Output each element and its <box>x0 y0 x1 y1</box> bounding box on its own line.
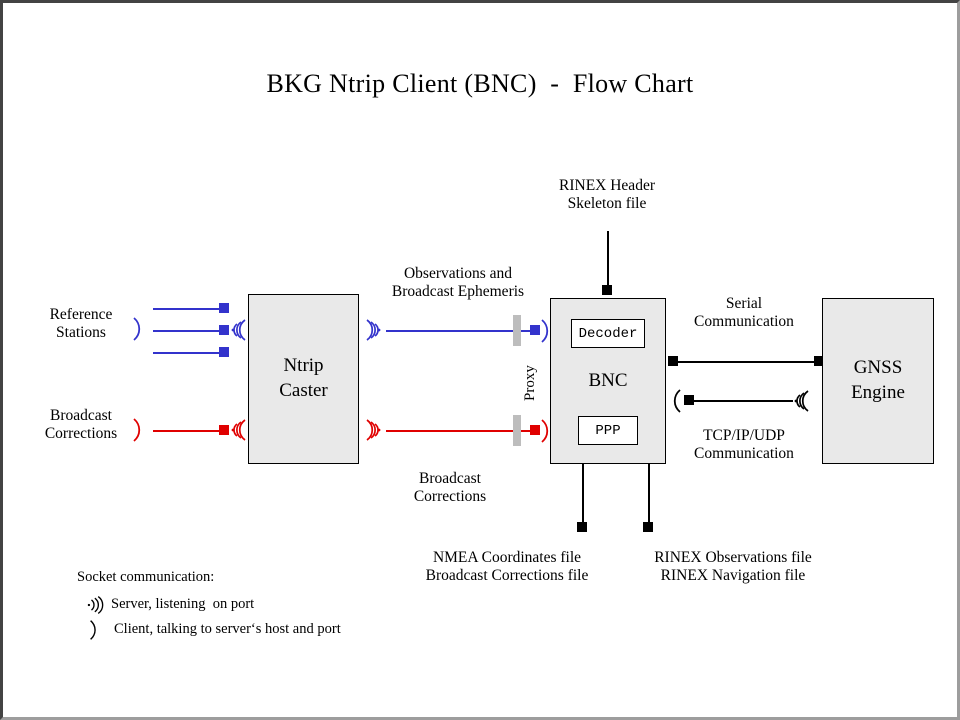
node-ppp[interactable]: PPP <box>578 416 638 445</box>
diagram-canvas: BKG Ntrip Client (BNC) - Flow Chart Refe… <box>3 3 957 717</box>
legend-row-server: Server, listening on port <box>77 592 341 617</box>
label-rinex-output: RINEX Observations file RINEX Navigation… <box>654 549 812 585</box>
edge-bnc-gnss-serial-arrowhead-right <box>814 356 824 366</box>
label-tcpip-communication: TCP/IP/UDP Communication <box>694 427 794 463</box>
label-serial-communication: Serial Communication <box>694 295 794 331</box>
proxy-bar-bottom <box>513 415 521 446</box>
client-socket-icon-bnc-corr <box>539 418 553 444</box>
client-socket-icon-legend <box>77 619 111 641</box>
edge-bnc-nmea-output <box>582 464 584 524</box>
legend-heading: Socket communication: <box>77 569 215 585</box>
node-gnss-engine[interactable]: GNSS Engine <box>822 298 934 464</box>
edge-caster-bnc-observations <box>386 330 532 332</box>
edge-bnc-nmea-output-arrowhead <box>577 522 587 532</box>
server-socket-icon-legend <box>77 594 111 616</box>
edge-caster-bnc-corrections <box>386 430 532 432</box>
node-decoder-label: Decoder <box>578 325 638 342</box>
page-title: BKG Ntrip Client (BNC) - Flow Chart <box>266 69 694 98</box>
server-socket-icon-caster-out-obs <box>363 317 383 343</box>
edge-corrections-caster-arrowhead <box>219 425 229 435</box>
legend-client-label: Client, talking to server‘s host and por… <box>114 621 341 637</box>
client-socket-icon-reference-stations <box>131 316 145 342</box>
legend-server-label: Server, listening on port <box>111 596 255 612</box>
edge-bnc-rinex-output-arrowhead <box>643 522 653 532</box>
edge-gnss-bnc-tcpip-arrowhead <box>684 395 694 405</box>
edge-stations-caster-2-arrowhead <box>219 325 229 335</box>
edge-stations-caster-3-arrowhead <box>219 347 229 357</box>
edge-caster-bnc-corrections-arrowhead <box>530 425 540 435</box>
node-ntrip-caster-label: Ntrip Caster <box>279 355 328 401</box>
label-broadcast-corrections-source: Broadcast Corrections <box>44 407 118 443</box>
edge-stations-caster-3 <box>153 352 221 354</box>
proxy-bar-top <box>513 315 521 346</box>
client-socket-icon-bnc-tcpip <box>670 388 684 414</box>
node-gnss-engine-label: GNSS Engine <box>851 357 905 403</box>
legend: Socket communication: Server, listening … <box>77 569 341 642</box>
edge-rinex-header-bnc <box>607 231 609 287</box>
edge-bnc-rinex-output <box>648 464 650 524</box>
label-rinex-header-skeleton: RINEX Header Skeleton file <box>559 177 655 213</box>
node-bnc-label: BNC <box>588 369 628 391</box>
label-proxy: Proxy <box>522 365 538 401</box>
label-broadcast-corrections-link: Broadcast Corrections <box>413 470 487 506</box>
edge-stations-caster-1-arrowhead <box>219 303 229 313</box>
edge-stations-caster-1 <box>153 308 221 310</box>
edge-bnc-gnss-serial-arrowhead-left <box>668 356 678 366</box>
edge-stations-caster-2 <box>153 330 221 332</box>
client-socket-icon-bnc-obs <box>539 318 553 344</box>
server-socket-icon-caster-out-corr <box>363 417 383 443</box>
label-nmea-output: NMEA Coordinates file Broadcast Correcti… <box>425 549 589 585</box>
node-decoder[interactable]: Decoder <box>571 319 645 348</box>
client-socket-icon-broadcast-corrections <box>131 417 145 443</box>
edge-gnss-bnc-tcpip <box>692 400 793 402</box>
label-observations-ephemeris: Observations and Broadcast Ephemeris <box>391 265 525 301</box>
edge-bnc-gnss-serial <box>676 361 816 363</box>
edge-caster-bnc-observations-arrowhead <box>530 325 540 335</box>
edge-rinex-header-bnc-arrowhead <box>602 285 612 295</box>
server-socket-icon-caster-obs <box>229 317 249 343</box>
server-socket-icon-caster-corr <box>229 417 249 443</box>
legend-row-client: Client, talking to server‘s host and por… <box>77 617 341 642</box>
label-reference-stations: Reference Stations <box>49 306 113 342</box>
server-socket-icon-gnss <box>792 388 812 414</box>
edge-corrections-caster <box>153 430 221 432</box>
node-ppp-label: PPP <box>595 422 621 439</box>
node-ntrip-caster[interactable]: Ntrip Caster <box>248 294 359 464</box>
